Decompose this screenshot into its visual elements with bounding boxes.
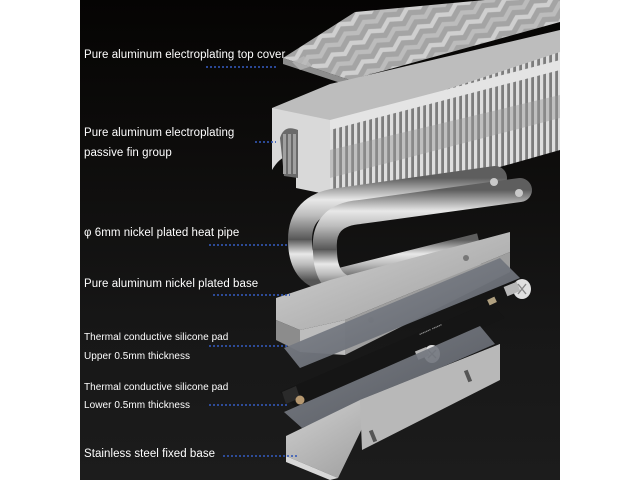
leader-top-cover xyxy=(205,66,277,68)
leader-heat-pipe xyxy=(208,244,288,246)
leader-steel-base xyxy=(222,455,298,457)
leader-fin-group xyxy=(254,141,276,143)
leader-upper-pad xyxy=(208,345,288,347)
label-base: Pure aluminum nickel plated base xyxy=(84,278,259,290)
leader-lower-pad xyxy=(208,404,288,406)
leader-base xyxy=(212,294,290,296)
sublabel-lower-pad: Lower 0.5mm thickness xyxy=(84,400,191,411)
label-fin-group: Pure aluminum electroplating xyxy=(84,127,235,139)
label-top-cover: Pure aluminum electroplating top cover xyxy=(84,49,286,61)
sublabel-fin-group: passive fin group xyxy=(84,147,172,159)
sublabel-upper-pad: Upper 0.5mm thickness xyxy=(84,351,191,362)
label-upper-pad: Thermal conductive silicone pad xyxy=(84,332,229,343)
label-steel-base: Stainless steel fixed base xyxy=(84,448,216,460)
label-lower-pad: Thermal conductive silicone pad xyxy=(84,382,229,393)
label-heat-pipe: φ 6mm nickel plated heat pipe xyxy=(84,227,240,239)
